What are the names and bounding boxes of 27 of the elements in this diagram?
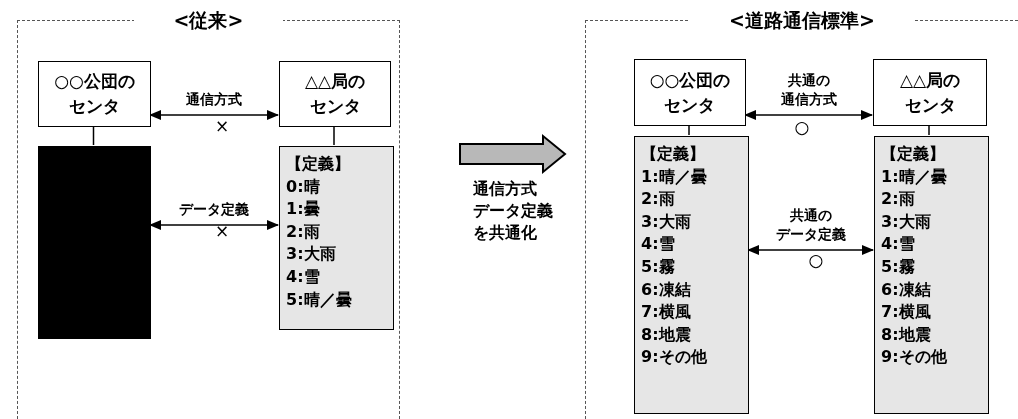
connector-line: [928, 124, 930, 136]
panel-title: <道路通信標準>: [689, 9, 915, 31]
status-mark: ○: [808, 250, 824, 270]
edge-label: 共通の通信方式: [780, 71, 837, 109]
status-mark: ×: [214, 116, 230, 136]
center-box: ○○公団のセンタ: [38, 61, 151, 127]
connector-line: [92, 125, 95, 146]
center-box: ○○公団のセンタ: [634, 59, 746, 126]
block-arrow: [459, 133, 566, 175]
double-arrow: [744, 110, 873, 120]
edge-label: 共通のデータ定義: [775, 206, 846, 244]
definition-box: 【定義】 1:晴／曇 2:雨 3:大雨 4:雪 5:霧 6:凍結 7:横風 8:地震 9:その他: [634, 136, 749, 414]
definition-box: 【定義】 0:晴 1:曇 2:雨 3:大雨 4:雪 5:晴／曇: [279, 146, 394, 330]
edge-label: データ定義: [179, 200, 249, 219]
panel-title: <従来>: [133, 9, 284, 31]
edge-label: 通信方式: [186, 90, 242, 109]
status-mark: ○: [794, 117, 810, 137]
connector-line: [688, 124, 690, 136]
center-box: △△局のセンタ: [873, 59, 987, 126]
definition-box: 【定義】 1:晴／曇 2:雨 3:大雨 4:雪 5:霧 6:凍結 7:横風 8:地震 9:その他: [874, 136, 989, 414]
status-mark: ×: [214, 221, 230, 241]
double-arrow: [747, 245, 874, 255]
connector-line: [333, 125, 335, 146]
double-arrow: [149, 110, 279, 120]
center-box: △△局のセンタ: [279, 61, 391, 127]
blacked-out-box: [38, 146, 151, 339]
edge-label: 通信方式データ定義を共通化: [472, 178, 553, 244]
